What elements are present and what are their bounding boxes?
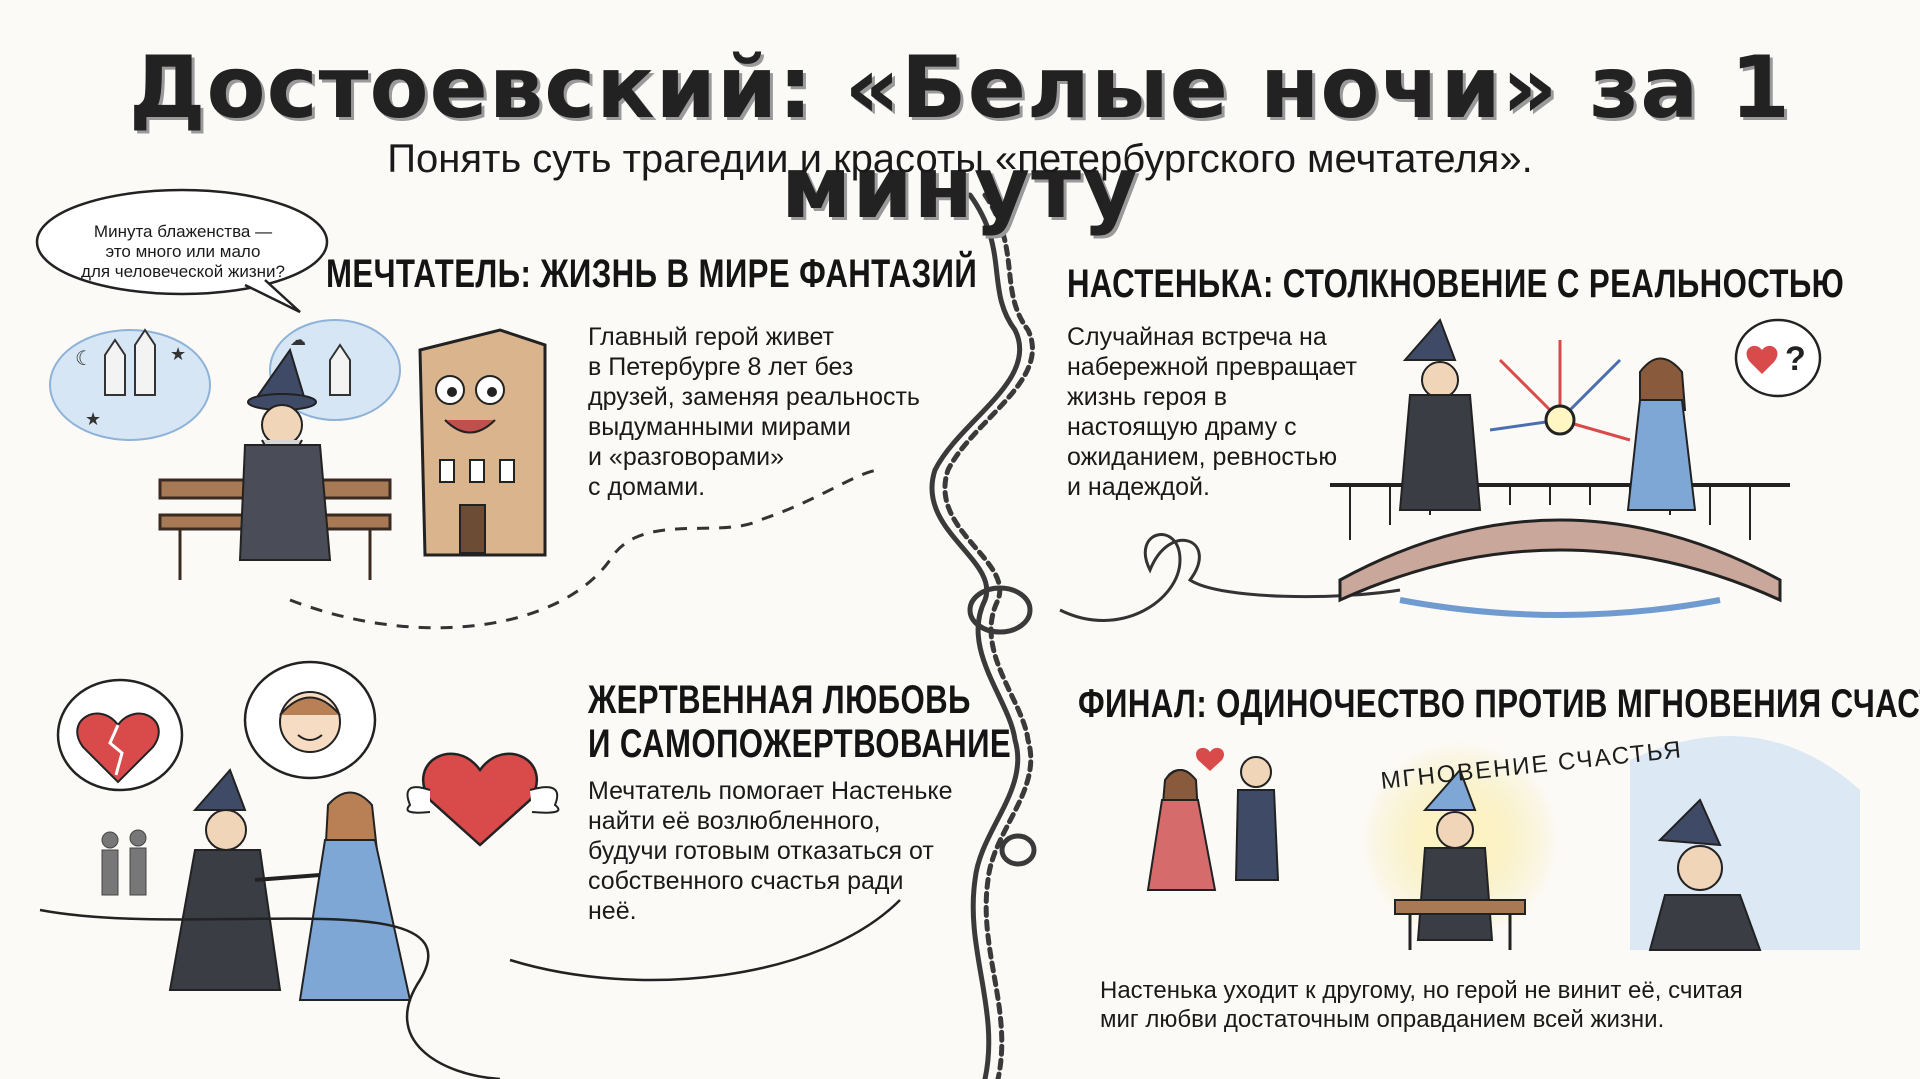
nastenka-on-bridge bbox=[1626, 357, 1697, 511]
svg-text:★: ★ bbox=[170, 344, 186, 364]
dream-cloud-left: ☾ ★ ★ bbox=[49, 328, 211, 441]
sacrifice-heading-line2: И САМОПОЖЕРТВОВАНИЕ bbox=[588, 722, 1012, 766]
nastenka-text: Случайная встреча на набережной превраща… bbox=[1067, 323, 1357, 501]
dashed-path bbox=[289, 468, 881, 630]
quote-bubble-text: Минута блаженства — это много или мало д… bbox=[81, 222, 285, 281]
bridge bbox=[1330, 483, 1790, 618]
svg-text:★: ★ bbox=[85, 409, 101, 429]
walking-couple bbox=[1146, 747, 1280, 891]
dreamer-text: Главный герой живет в Петербурге 8 лет б… bbox=[588, 323, 920, 501]
heart-line bbox=[1059, 533, 1401, 622]
section3-curve bbox=[509, 899, 901, 982]
nastenka-heading: НАСТЕНЬКА: СТОЛКНОВЕНИЕ С РЕАЛЬНОСТЬЮ bbox=[1067, 262, 1845, 306]
winged-heart bbox=[406, 752, 560, 847]
quote-bubble bbox=[35, 188, 329, 314]
svg-text:☾: ☾ bbox=[75, 348, 93, 370]
rope-divider bbox=[929, 192, 1037, 1079]
dreamer-heading: МЕЧТАТЕЛЬ: ЖИЗНЬ В МИРЕ ФАНТАЗИЙ bbox=[326, 252, 978, 296]
page-title: Достоевский: «Белые ночи» за 1 минуту bbox=[128, 38, 1792, 238]
finale-text: Настенька уходит к другому, но герой не … bbox=[1100, 977, 1743, 1033]
dreamer-on-bridge bbox=[1398, 318, 1482, 511]
sacrifice-text: Мечтатель помогает Настеньке найти её во… bbox=[588, 777, 953, 925]
sacrifice-heading-line1: ЖЕРТВЕННАЯ ЛЮБОВЬ bbox=[588, 678, 971, 722]
svg-text:☁: ☁ bbox=[290, 332, 306, 349]
happiness-glow bbox=[1360, 740, 1560, 950]
talking-building bbox=[418, 328, 547, 557]
svg-text:?: ? bbox=[1785, 340, 1806, 378]
burst bbox=[1489, 340, 1631, 442]
lonely-dreamer bbox=[1630, 736, 1860, 951]
couple-background bbox=[101, 829, 147, 896]
heart-question-bubble: ? bbox=[1734, 318, 1822, 398]
dreamer-figure bbox=[238, 347, 332, 561]
finale-heading: ФИНАЛ: ОДИНОЧЕСТВО ПРОТИВ МГНОВЕНИЯ СЧАС… bbox=[1078, 682, 1920, 726]
handshake-couple bbox=[168, 768, 412, 1001]
face-bubble bbox=[243, 660, 377, 780]
road-curve bbox=[39, 908, 501, 1079]
page-subtitle: Понять суть трагедии и красоты «петербур… bbox=[387, 137, 1533, 181]
broken-heart-bubble bbox=[56, 678, 184, 792]
